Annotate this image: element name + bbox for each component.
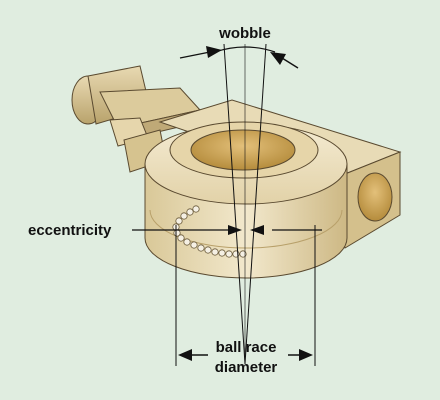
connector xyxy=(71,65,201,173)
wobble-label: wobble xyxy=(218,25,271,42)
eccentricity-arrows xyxy=(132,225,322,235)
ring-body xyxy=(144,121,348,279)
wobble-arrows xyxy=(179,46,299,69)
ball-race-diameter-dimension xyxy=(175,225,316,366)
ball-race-label-line1: ball race xyxy=(216,339,277,356)
wobble-axis-lines xyxy=(214,43,276,365)
eccentricity-label: eccentricity xyxy=(28,222,112,239)
ball-race-label-line2: diameter xyxy=(215,359,278,376)
